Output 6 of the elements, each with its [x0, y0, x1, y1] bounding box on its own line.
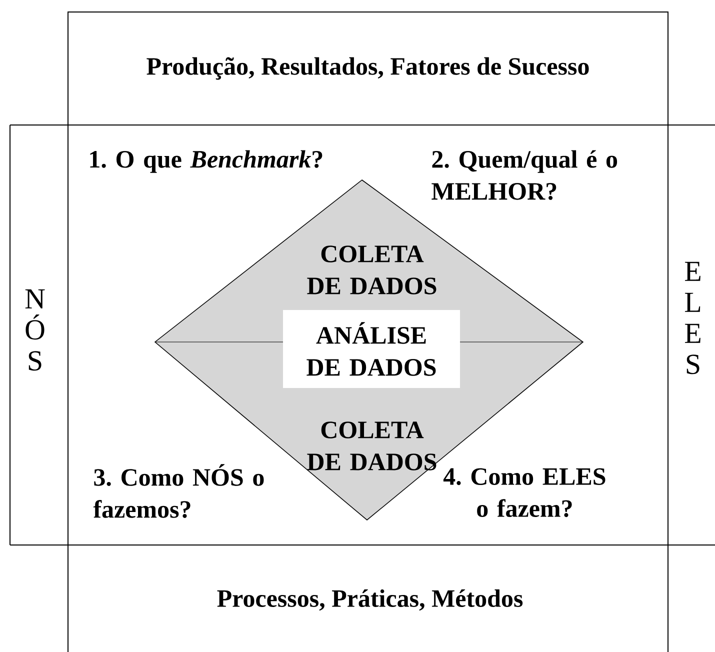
- question-text: 1. O que Benchmark?: [90, 150, 322, 173]
- header-box: Produção, Resultados, Fatores de Sucesso: [68, 12, 668, 126]
- vertical-label: E L E S: [684, 262, 700, 374]
- vertical-label: N Ó S: [25, 289, 45, 371]
- analysis-box: ANÁLISE DE DADOS: [283, 310, 460, 388]
- bottom-label: Processos, Práticas, Métodos: [217, 589, 523, 611]
